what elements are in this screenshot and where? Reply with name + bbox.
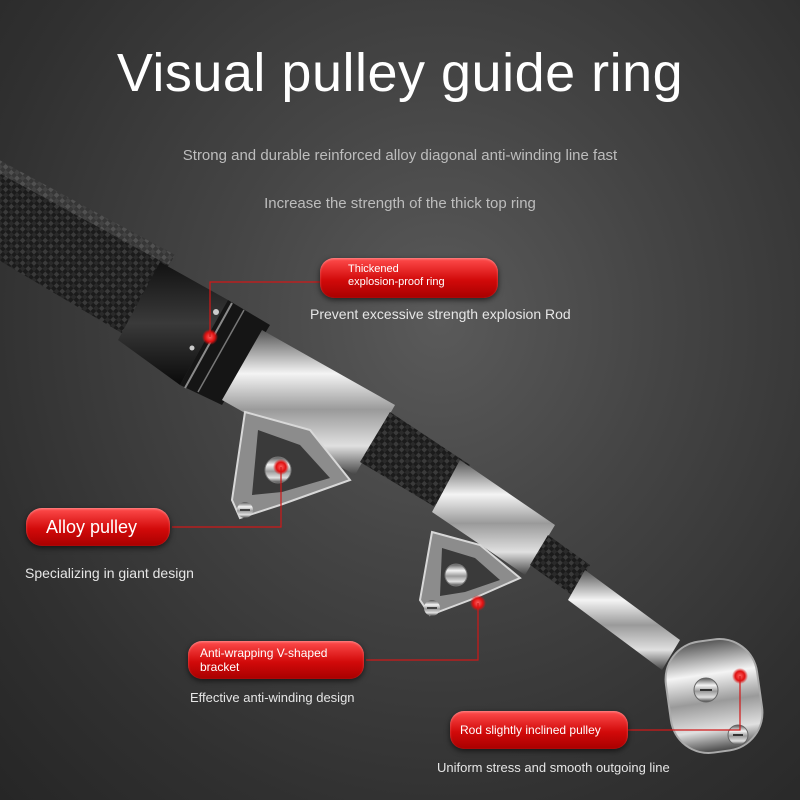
bracket-label-pill: Anti-wrapping V-shaped bracket (188, 641, 364, 679)
ring-label-line-1: Thickened (348, 263, 399, 275)
rod-butt-section (0, 160, 175, 335)
chrome-ferrule-2 (432, 460, 555, 575)
ring-label-pill: Thickened explosion-proof ring (320, 258, 498, 298)
pulley-label: Alloy pulley (46, 517, 138, 537)
subtitle-top-ring: Increase the strength of the thick top r… (264, 195, 536, 212)
chrome-tip (568, 570, 680, 670)
ring-caption: Prevent excessive strength explosion Rod (310, 306, 571, 322)
bracket-label-line-2: bracket (200, 660, 240, 674)
bracket-caption: Effective anti-winding design (190, 690, 355, 705)
page-title: Visual pulley guide ring (116, 43, 684, 103)
rod-thin-section (530, 535, 590, 595)
bracket-label-line-1: Anti-wrapping V-shaped (200, 646, 328, 660)
explosion-proof-ring (118, 262, 270, 405)
tip-caption: Uniform stress and smooth outgoing line (437, 760, 670, 775)
guide-bracket-2 (418, 530, 522, 617)
tip-label-pill: Rod slightly inclined pulley (450, 711, 628, 749)
leader-lines (172, 281, 741, 731)
rod-mid-section (360, 412, 470, 510)
subtitle-strength: Strong and durable reinforced alloy diag… (182, 147, 618, 164)
ring-label-line-2: explosion-proof ring (348, 276, 445, 288)
tip-label: Rod slightly inclined pulley (460, 723, 601, 737)
chrome-ferrule-1 (222, 330, 395, 475)
tip-pulley (664, 638, 764, 754)
pulley-label-pill: Alloy pulley (26, 508, 170, 546)
pulley-caption: Specializing in giant design (25, 565, 194, 581)
guide-bracket-1 (230, 410, 352, 520)
